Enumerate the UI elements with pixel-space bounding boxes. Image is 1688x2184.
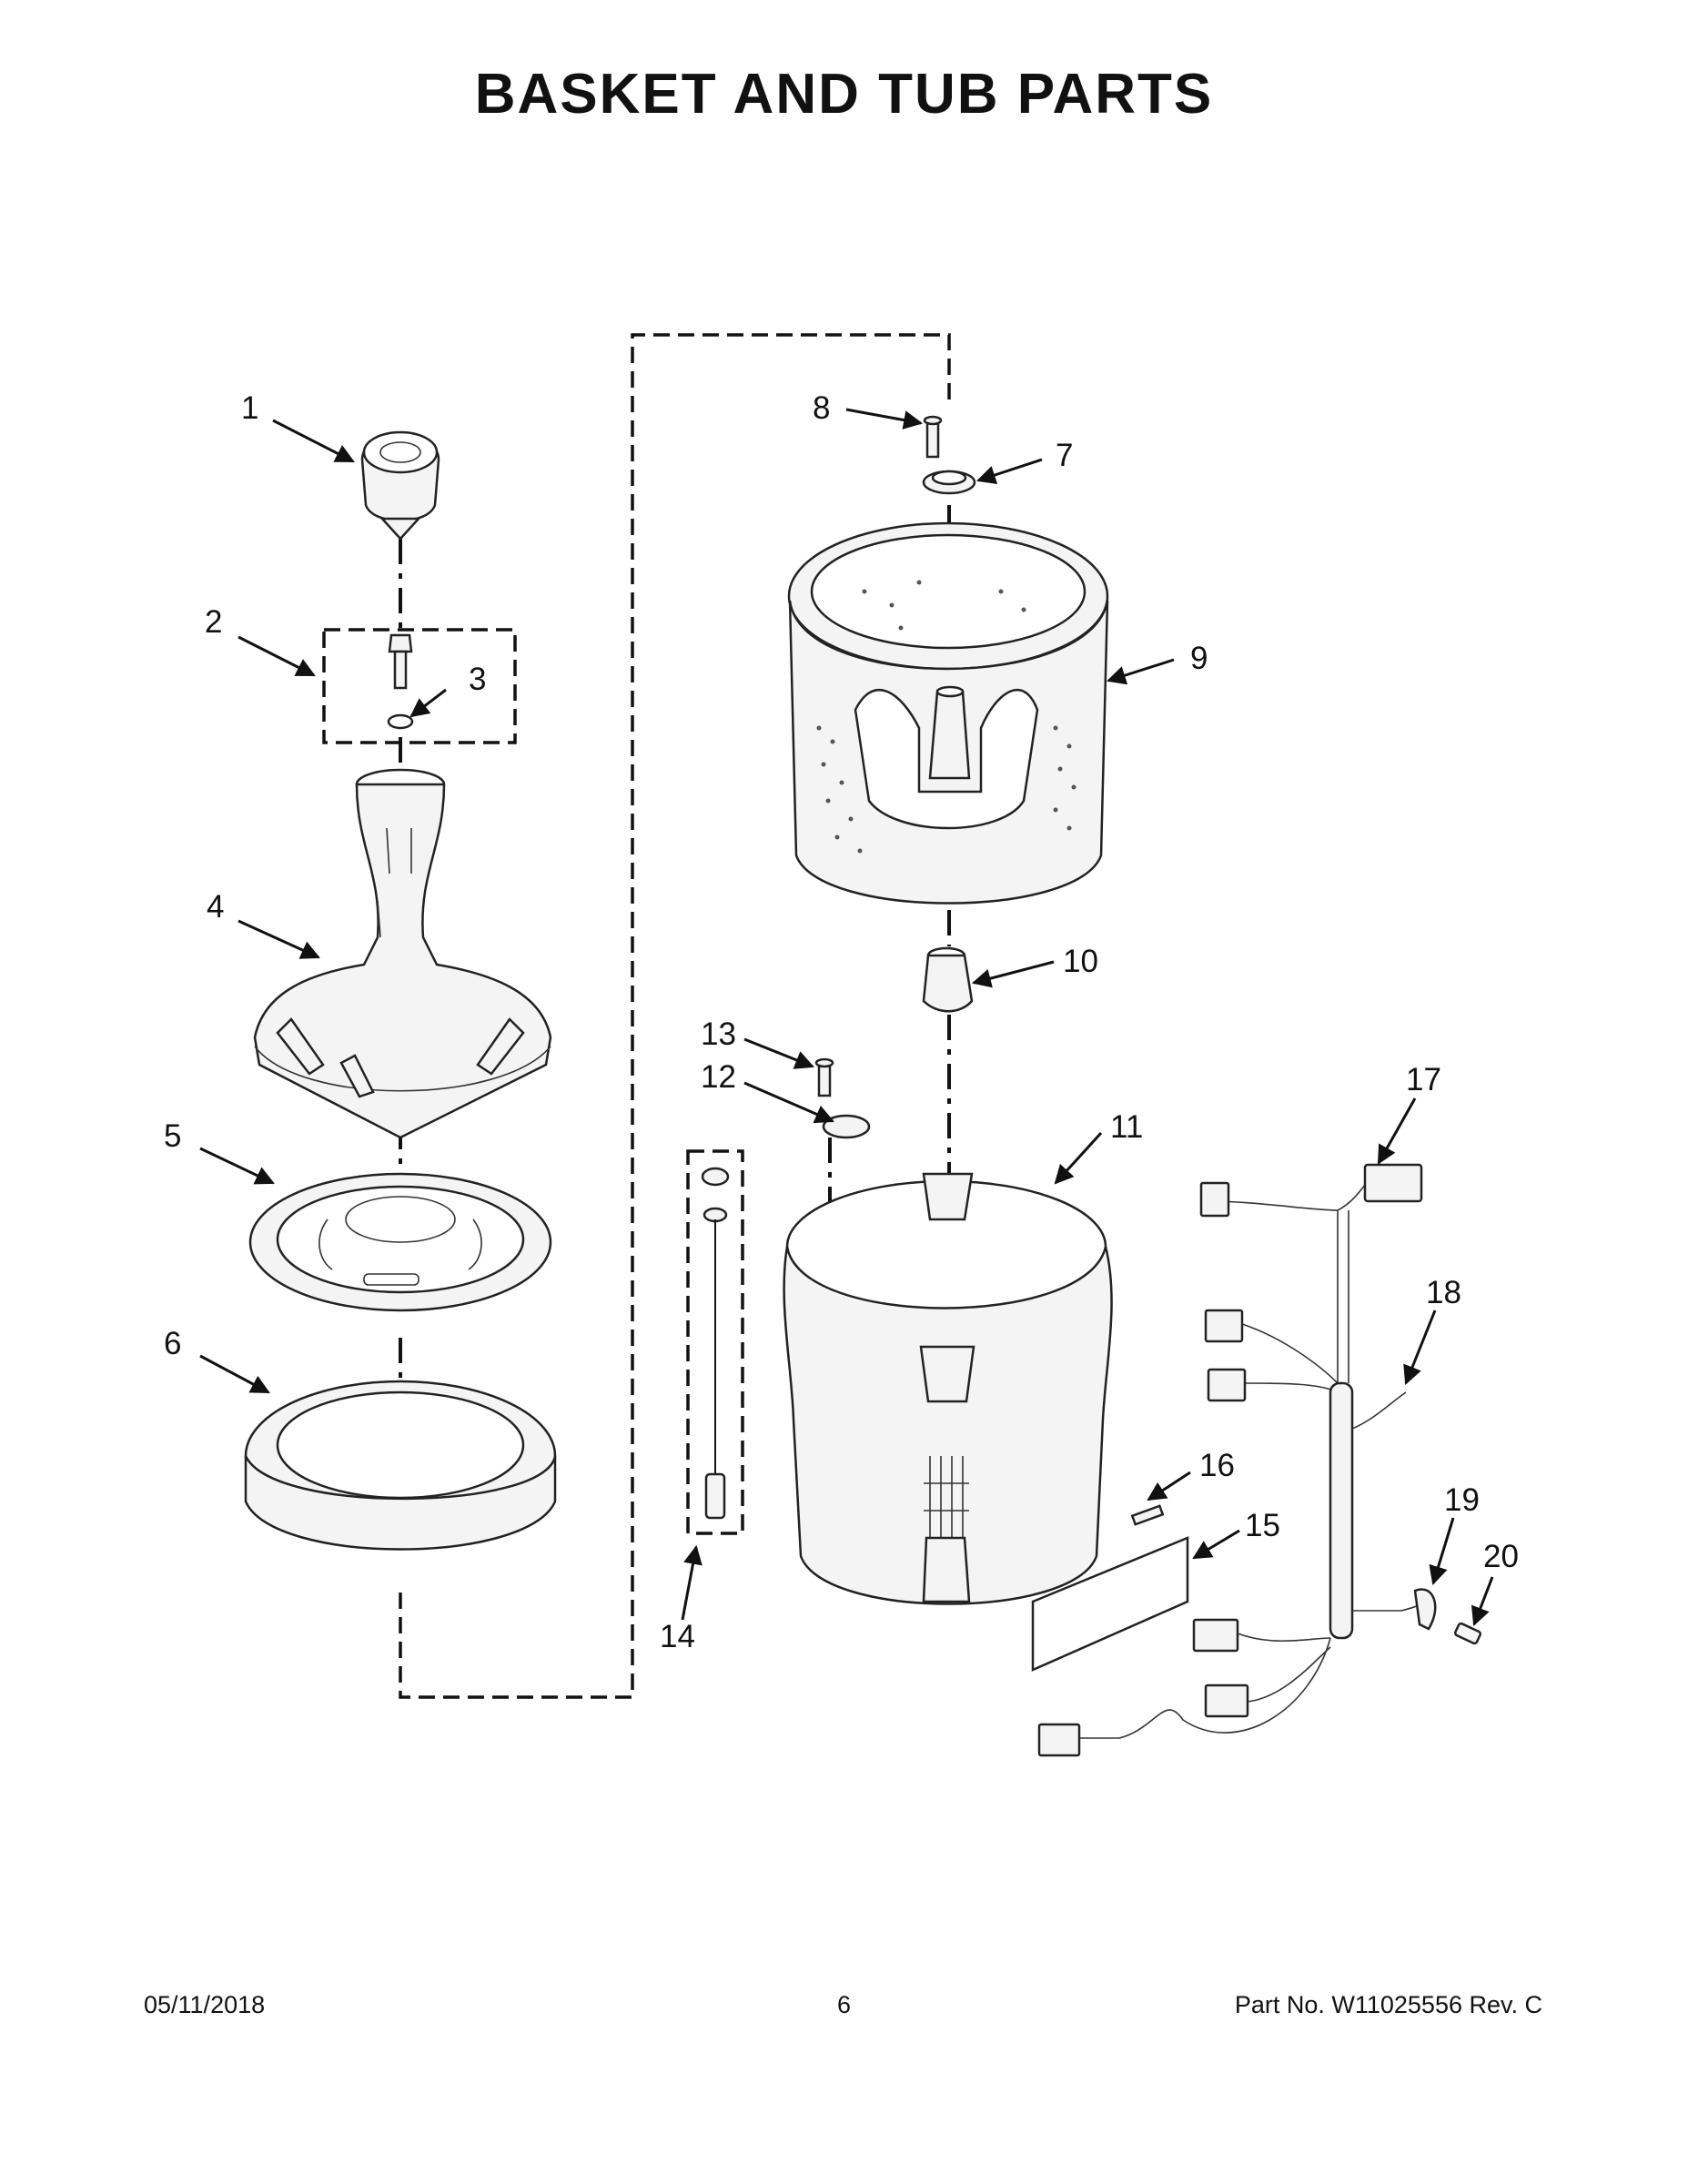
wash-basket-part [787, 521, 1109, 905]
hub-nut-part [922, 470, 976, 495]
mounting-bracket-part [822, 1114, 871, 1139]
callout-19: 19 [1444, 1482, 1480, 1518]
footer-date: 05/11/2018 [144, 1991, 266, 2018]
callout-10: 10 [1063, 944, 1098, 979]
callout-4: 4 [207, 889, 224, 925]
outer-tub-part [783, 1172, 1113, 1605]
agitator-cap-part [360, 430, 440, 541]
callout-5: 5 [164, 1118, 181, 1154]
bolt-washer-kit-box [322, 628, 517, 744]
callout-11: 11 [1110, 1109, 1143, 1145]
callout-labels: 1 2 3 4 5 6 7 8 9 10 11 12 13 14 15 16 1… [164, 390, 1519, 1654]
assembly-connector-line [399, 333, 951, 1699]
callout-17: 17 [1406, 1062, 1441, 1097]
callout-7: 7 [1056, 438, 1073, 473]
callout-2: 2 [205, 604, 222, 640]
callout-16: 16 [1199, 1448, 1235, 1483]
callout-12: 12 [701, 1059, 736, 1095]
footer-page-number: 6 [836, 1991, 852, 2018]
callout-8: 8 [813, 390, 830, 426]
control-board-part [1031, 1536, 1189, 1672]
harness-clip-part [1413, 1588, 1437, 1631]
callout-6: 6 [164, 1326, 181, 1361]
callout-14: 14 [660, 1619, 695, 1654]
callout-18: 18 [1426, 1275, 1461, 1310]
footer-part-number: Part No. W11025556 Rev. C [1234, 1991, 1542, 2018]
callout-9: 9 [1190, 641, 1208, 676]
agitator-plate-part [248, 1172, 552, 1312]
suspension-rod-kit-box [686, 1149, 744, 1535]
agitator-part [253, 768, 552, 1139]
bracket-screw-part [814, 1057, 834, 1097]
page-title: BASKET AND TUB PARTS [474, 63, 1214, 126]
wire-harness-part [1037, 1163, 1434, 1757]
callout-3: 3 [469, 662, 486, 697]
clip-screw-part [1453, 1622, 1482, 1645]
callout-15: 15 [1245, 1508, 1280, 1543]
basket-bushing-part [922, 946, 974, 1013]
basket-ring-part [244, 1380, 557, 1551]
board-screw-part [1130, 1504, 1165, 1526]
callout-1: 1 [241, 390, 258, 426]
leader-arrows [199, 408, 1494, 1626]
basket-perforations [816, 580, 1076, 854]
hub-screw-part [923, 415, 943, 459]
callout-20: 20 [1483, 1539, 1519, 1574]
callout-13: 13 [701, 1016, 736, 1052]
